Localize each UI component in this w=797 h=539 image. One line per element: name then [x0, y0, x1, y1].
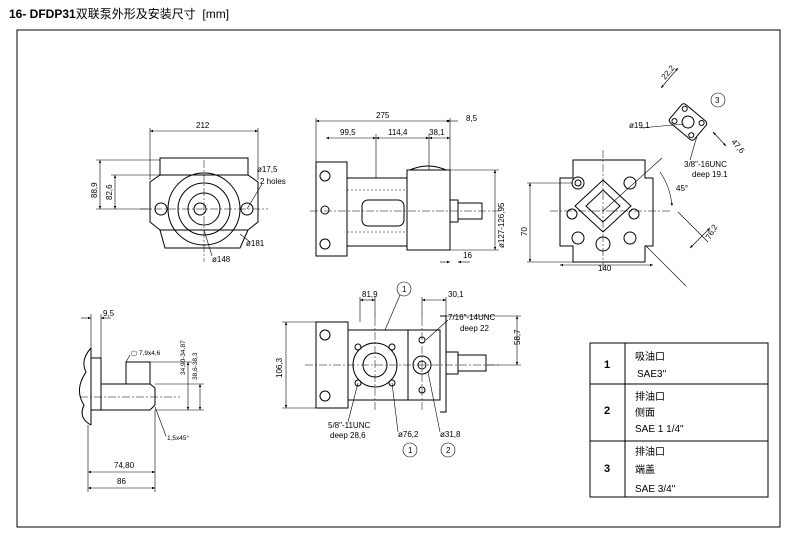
port-table-row-1-line-1: 吸油口: [635, 350, 665, 363]
port-ref-1-top: 1: [402, 285, 407, 294]
dim-key-height: 34,90-34,87: [180, 340, 187, 375]
dim-shaft-diameter: ø127-126,95: [497, 202, 506, 248]
shaft-detail-view: 9,5 ▢ 7,9x4,6 34,90-34,87 38,6-38,3 1,5x…: [79, 309, 204, 492]
port-table-row-2-line-3: SAE 1 1/4": [635, 424, 684, 435]
top-view: 81,9 30,1 7/16"-14UNC deep 22 58,7 106,3…: [275, 281, 522, 458]
dim-bolt-hole: ø17,5: [257, 165, 278, 174]
dim-top-len-b: 30,1: [448, 290, 464, 299]
dim-front-height-outer: 88,9: [90, 182, 99, 198]
dim-top-height: 58,7: [513, 329, 522, 345]
page-title: 16- DFDP31双联泵外形及安装尺寸 [mm]: [9, 5, 229, 22]
dim-thread-small-depth: deep 22: [460, 324, 489, 333]
dim-bolt-hole-count: 2 holes: [260, 177, 286, 186]
dim-bolt-circle: ø148: [212, 255, 231, 264]
dim-chamfer: 1,5x45°: [167, 434, 190, 442]
dim-rear-height: 70: [520, 227, 529, 236]
dim-diagonal: 76,2: [704, 223, 720, 241]
port-ref-2: 2: [446, 446, 451, 455]
dim-port-bore: ø19,1: [629, 121, 650, 130]
drawing-frame: [16, 29, 781, 528]
port-table-row-3-line-1: 排油口: [635, 445, 665, 458]
dim-angle: 45°: [676, 184, 688, 193]
port-table-row-1-line-2: SAE3": [637, 369, 667, 380]
dim-rear-width: 140: [598, 264, 612, 273]
title-unit: [mm]: [202, 7, 230, 21]
dim-shaft-length: 8,5: [466, 114, 478, 123]
dim-pilot-diameter: ø181: [246, 239, 265, 248]
dim-shaft-offset: 9,5: [103, 309, 115, 318]
dim-rear-thread-depth: deep 19.1: [692, 170, 728, 179]
dim-top-len-a: 81,9: [362, 290, 378, 299]
port-table: 1 吸油口 SAE3" 2 排油口 侧面 SAE 1 1/4" 3 排油口 端盖…: [589, 342, 769, 498]
dim-front-height-inner: 82,6: [105, 184, 114, 200]
dim-port-small: ø31,8: [440, 430, 461, 439]
port-table-row-1-num: 1: [604, 359, 610, 371]
dim-len-c: 38,1: [429, 128, 445, 137]
port-table-row-2-line-1: 排油口: [635, 390, 665, 403]
dim-len-a: 99,5: [340, 128, 356, 137]
port-table-row-3-line-2: 端盖: [635, 463, 655, 476]
dim-len-b: 114,4: [388, 128, 408, 137]
dim-port-large: ø76,2: [398, 430, 419, 439]
dim-rear-thread: 3/8"-16UNC: [684, 160, 727, 169]
port-table-row-3-line-3: SAE 3/4": [635, 484, 676, 495]
port-table-row-2-line-2: 侧面: [635, 406, 655, 419]
dim-thread-large-depth: deep 28,6: [330, 431, 366, 440]
front-view: 212 88,9 82,6 ø17,5 2 holes ø181 ø148: [90, 121, 286, 264]
port-ref-1-bottom: 1: [408, 446, 413, 455]
dim-thread-small: 7/16"-14UNC: [448, 313, 496, 322]
title-model: 16- DFDP31: [9, 7, 76, 21]
dim-key: ▢ 7,9x4,6: [131, 350, 161, 357]
dim-port-height: 47,6: [729, 138, 746, 156]
title-chinese: 双联泵外形及安装尺寸: [75, 7, 196, 21]
port-table-row-2-num: 2: [604, 405, 610, 417]
dim-front-width: 212: [196, 121, 210, 130]
dim-body-height: 106,3: [275, 357, 284, 378]
dim-thread-large: 5/8"-11UNC: [328, 421, 370, 430]
side-view: 275 99,5 114,4 38,1 8,5 ø127-126,95 16: [310, 111, 506, 264]
port-ref-3: 3: [715, 96, 720, 105]
dim-shaft-dia: 38,6-38,3: [192, 352, 199, 380]
rear-view: 45° 70 140 76,2 22,2 47,6 ø19,1 3 3/8"-1…: [520, 63, 747, 287]
dim-shaft-len-inner: 74,80: [114, 461, 135, 470]
dim-overall-length: 275: [376, 111, 390, 120]
dim-shaft-len-outer: 86: [117, 477, 126, 486]
dim-flange-thickness: 16: [463, 251, 472, 260]
port-table-row-3-num: 3: [604, 463, 610, 475]
